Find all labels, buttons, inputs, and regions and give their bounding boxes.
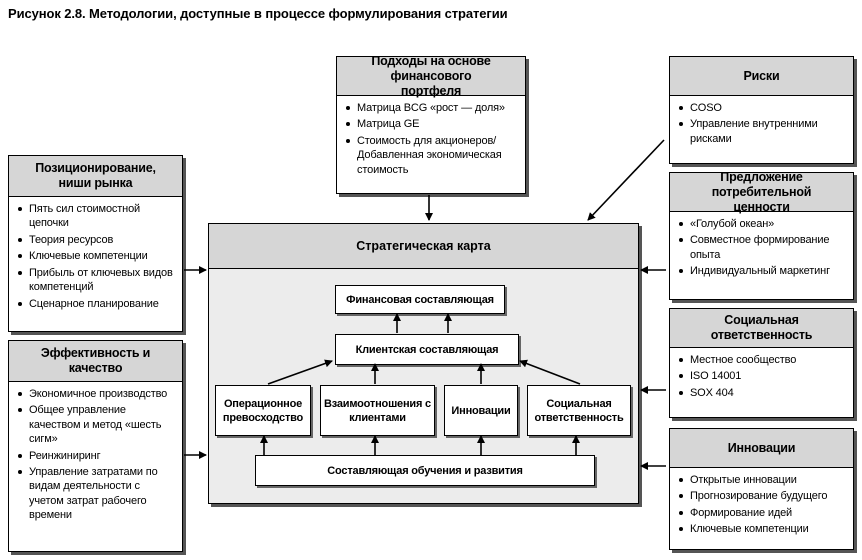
list-item: ISO 14001: [679, 369, 847, 383]
portfolio-list: Матрица BCG «рост — доля» Матрица GE Сто…: [337, 96, 525, 183]
customer-perspective: Клиентская составляющая: [335, 334, 519, 365]
portfolio-title: Подходы на основе финансового портфеля: [337, 54, 525, 98]
social-title: Социальная ответственность: [670, 309, 853, 348]
list-item: COSO: [679, 101, 847, 115]
list-item: Индивидуальный маркетинг: [679, 264, 847, 278]
arrow-risks: [587, 139, 665, 221]
list-item: Прибыль от ключевых видов компетенций: [18, 266, 176, 295]
value-proposition-box: Предложение потребительной ценности «Гол…: [669, 170, 854, 300]
social-responsibility-process: Социальная ответственность: [527, 385, 631, 436]
list-item: Стоимость для акционеров/ Добавленная эк…: [346, 134, 519, 177]
list-item: Прогнозирование будущего: [679, 489, 847, 503]
list-item: Местное сообщество: [679, 353, 847, 367]
list-item: Формирование идей: [679, 506, 847, 520]
operational-excellence: Операционное превосходство: [215, 385, 311, 436]
list-item: SOX 404: [679, 386, 847, 400]
list-item: Открытые инновации: [679, 473, 847, 487]
value-proposition-list: «Голубой океан» Совместное формирование …: [670, 212, 853, 285]
learning-growth-perspective: Составляющая обучения и развития: [255, 455, 595, 486]
list-item: Экономичное производство: [18, 387, 176, 401]
risks-title: Риски: [670, 57, 853, 96]
innovation-box: Инновации Открытые инновации Прогнозиров…: [669, 428, 854, 550]
risks-box: Риски COSO Управление внутренними рискам…: [669, 56, 854, 164]
positioning-list: Пять сил стоимостной цепочки Теория ресу…: [9, 197, 182, 317]
list-item: Управление затратами по видам деятельнос…: [18, 465, 176, 522]
strategy-map-title: Стратегическая карта: [209, 224, 638, 269]
innovation-title: Инновации: [670, 429, 853, 468]
positioning-box: Позиционирование, ниши рынка Пять сил ст…: [8, 155, 183, 332]
efficiency-box: Эффективность и качество Экономичное про…: [8, 340, 183, 552]
value-proposition-title: Предложение потребительной ценности: [670, 170, 853, 214]
list-item: Матрица BCG «рост — доля»: [346, 101, 519, 115]
risks-list: COSO Управление внутренними рисками: [670, 96, 853, 152]
list-item: Управление внутренними рисками: [679, 117, 847, 146]
list-item: Реинжиниринг: [18, 449, 176, 463]
list-item: Сценарное планирование: [18, 297, 176, 311]
financial-perspective: Финансовая составляющая: [335, 285, 505, 314]
positioning-title: Позиционирование, ниши рынка: [9, 156, 182, 197]
list-item: Матрица GE: [346, 117, 519, 131]
list-item: Общее управление качеством и метод «шест…: [18, 403, 176, 446]
list-item: Пять сил стоимостной цепочки: [18, 202, 176, 231]
arrow-social-customer: [519, 359, 581, 385]
portfolio-box: Подходы на основе финансового портфеля М…: [336, 54, 526, 194]
list-item: Совместное формирование опыта: [679, 233, 847, 262]
social-box: Социальная ответственность Местное сообщ…: [669, 308, 854, 418]
list-item: «Голубой океан»: [679, 217, 847, 231]
efficiency-title: Эффективность и качество: [9, 341, 182, 382]
list-item: Теория ресурсов: [18, 233, 176, 247]
innovation-list: Открытые инновации Прогнозирование будущ…: [670, 468, 853, 543]
social-list: Местное сообщество ISO 14001 SOX 404: [670, 348, 853, 406]
efficiency-list: Экономичное производство Общее управлени…: [9, 382, 182, 528]
arrow-operational-customer: [267, 359, 333, 385]
list-item: Ключевые компетенции: [679, 522, 847, 536]
innovations-process: Инновации: [444, 385, 518, 436]
list-item: Ключевые компетенции: [18, 249, 176, 263]
figure-caption: Рисунок 2.8. Методологии, доступные в пр…: [8, 6, 508, 21]
